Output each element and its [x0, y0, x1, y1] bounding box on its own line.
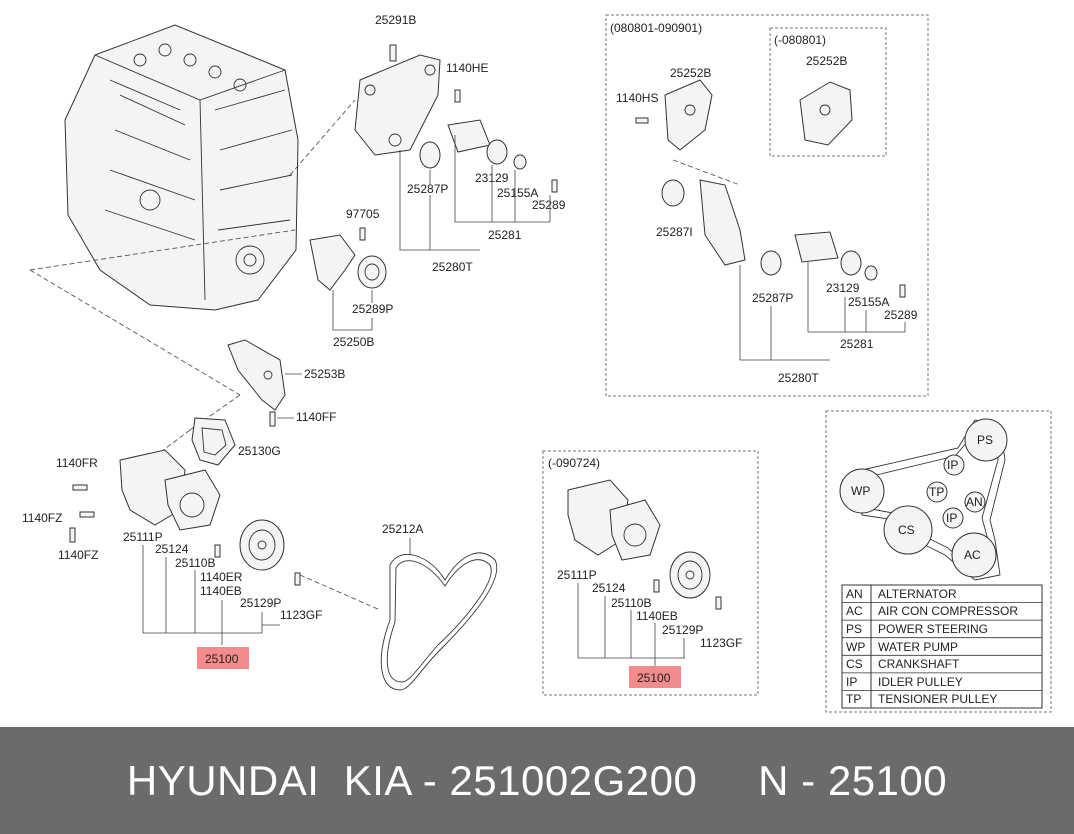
- legend-code: WP: [846, 640, 865, 654]
- pulley-tp: [926, 481, 948, 503]
- label-1123GF-b: 1123GF: [700, 636, 742, 650]
- belt-label-wp: WP: [851, 484, 870, 498]
- label-97705: 97705: [346, 207, 380, 221]
- highlight-25100-b: [629, 666, 681, 688]
- legend-name: CRANKSHAFT: [878, 657, 960, 671]
- belt-label-ip-2: IP: [946, 511, 957, 525]
- label-1140HE: 1140HE: [446, 61, 488, 75]
- legend-code: PS: [846, 622, 862, 636]
- label-25280T-b: 25280T: [778, 371, 819, 385]
- belt-label-ac: AC: [964, 548, 981, 562]
- water-pump-right: [567, 479, 722, 610]
- label-25129P-a: 25129P: [240, 596, 281, 610]
- label-25253B: 25253B: [304, 367, 345, 381]
- label-1140FZ-b: 1140FZ: [58, 548, 98, 562]
- label-25289-a: 25289: [532, 198, 566, 212]
- bracket-25253B: [227, 339, 286, 427]
- label-25287I: 25287I: [656, 225, 693, 239]
- label-25252B-a: 25252B: [670, 66, 711, 80]
- belt-label-an: AN: [966, 495, 983, 509]
- label-25281-b: 25281: [840, 337, 874, 351]
- bracket-25252B-a: [664, 79, 713, 151]
- label-25130G: 25130G: [238, 444, 281, 458]
- label-23129-b: 23129: [826, 281, 860, 295]
- label-25212A: 25212A: [382, 522, 423, 536]
- parts-diagram: 25291B 1140HE 25287P 23129 25155A 25289 …: [22, 13, 1052, 713]
- label-25110B-a: 25110B: [175, 556, 215, 570]
- pulley-ip-2: [942, 507, 964, 529]
- label-range-080801: (-080801): [774, 33, 826, 47]
- label-25100-b: 25100: [637, 671, 671, 685]
- label-25287P-a: 25287P: [407, 182, 448, 196]
- label-25124-b: 25124: [592, 581, 626, 595]
- part-number-text: HYUNDAI KIA - 251002G200 N - 25100: [126, 756, 948, 804]
- label-25129P-b: 25129P: [662, 623, 703, 637]
- engine-block: [64, 24, 299, 311]
- label-25287P-b: 25287P: [752, 291, 793, 305]
- label-25111P-b: 25111P: [557, 568, 597, 582]
- label-1140FR: 1140FR: [56, 456, 98, 470]
- water-pump-left: [69, 449, 301, 586]
- tensioner-bracket-upper: [354, 44, 558, 193]
- label-1140ER: 1140ER: [200, 570, 243, 584]
- label-1140FF: 1140FF: [296, 410, 336, 424]
- pulley-cs: [883, 505, 933, 555]
- pulley-ac: [951, 532, 997, 578]
- legend-name: TENSIONER PULLEY: [878, 692, 997, 706]
- label-25100-a: 25100: [205, 652, 239, 666]
- label-range-080801-090901: (080801-090901): [610, 21, 702, 35]
- legend-name: POWER STEERING: [878, 622, 988, 636]
- label-1123GF-a: 1123GF: [280, 608, 322, 622]
- pulley-an: [964, 491, 986, 513]
- label-25280T-a: 25280T: [432, 260, 473, 274]
- tensioner-bracket-right: [661, 179, 906, 298]
- pulley-wp: [839, 468, 885, 514]
- variant-box-090724: [542, 450, 759, 696]
- legend-table: AN ALTERNATOR AC AIR CON COMPRESSOR PS P…: [841, 584, 1043, 709]
- legend-name: IDLER PULLEY: [878, 675, 963, 689]
- legend-code: TP: [846, 692, 861, 706]
- belt-label-tp: TP: [929, 485, 944, 499]
- label-25252B-b: 25252B: [806, 54, 847, 68]
- belt-label-cs: CS: [898, 523, 915, 537]
- part-number-footer: HYUNDAI KIA - 251002G200 N - 25100: [0, 727, 1074, 834]
- label-1140HS: 1140HS: [616, 91, 658, 105]
- gasket-25130G: [191, 417, 236, 466]
- belt-label-ip-1: IP: [947, 458, 958, 472]
- label-range-090724: (-090724): [548, 456, 600, 470]
- legend-code: CS: [846, 657, 863, 671]
- bracket-25252B-b: [799, 81, 853, 146]
- label-25289-b: 25289: [884, 308, 918, 322]
- legend-name: ALTERNATOR: [878, 587, 957, 601]
- legend-name: WATER PUMP: [878, 640, 958, 654]
- label-25291B: 25291B: [375, 13, 416, 27]
- label-25111P-a: 25111P: [123, 530, 163, 544]
- variant-box-080801: [769, 27, 887, 157]
- label-25110B-b: 25110B: [611, 596, 651, 610]
- legend-code: IP: [846, 675, 857, 689]
- legend-code: AC: [846, 604, 863, 618]
- highlight-25100-a: [197, 647, 249, 669]
- label-25250B: 25250B: [333, 335, 374, 349]
- label-1140EB-a: 1140EB: [200, 584, 242, 598]
- drive-belt-25212A: [380, 552, 498, 691]
- alternator-bracket: [309, 227, 387, 291]
- variant-box-080801-090901: [605, 14, 929, 397]
- label-25155A-a: 25155A: [497, 186, 538, 200]
- pulley-ps: [964, 418, 1008, 462]
- label-1140EB-b: 1140EB: [636, 609, 678, 623]
- legend-code: AN: [846, 587, 863, 601]
- label-1140FZ-a: 1140FZ: [22, 511, 62, 525]
- legend-name: AIR CON COMPRESSOR: [878, 604, 1018, 618]
- label-25155A-b: 25155A: [848, 295, 889, 309]
- belt-routing-diagram: [839, 418, 1008, 581]
- belt-routing-box: [825, 410, 1052, 713]
- pulley-ip-1: [943, 454, 965, 476]
- label-25289P: 25289P: [352, 302, 393, 316]
- belt-label-ps: PS: [977, 433, 993, 447]
- label-25281-a: 25281: [488, 228, 522, 242]
- label-25124-a: 25124: [155, 542, 189, 556]
